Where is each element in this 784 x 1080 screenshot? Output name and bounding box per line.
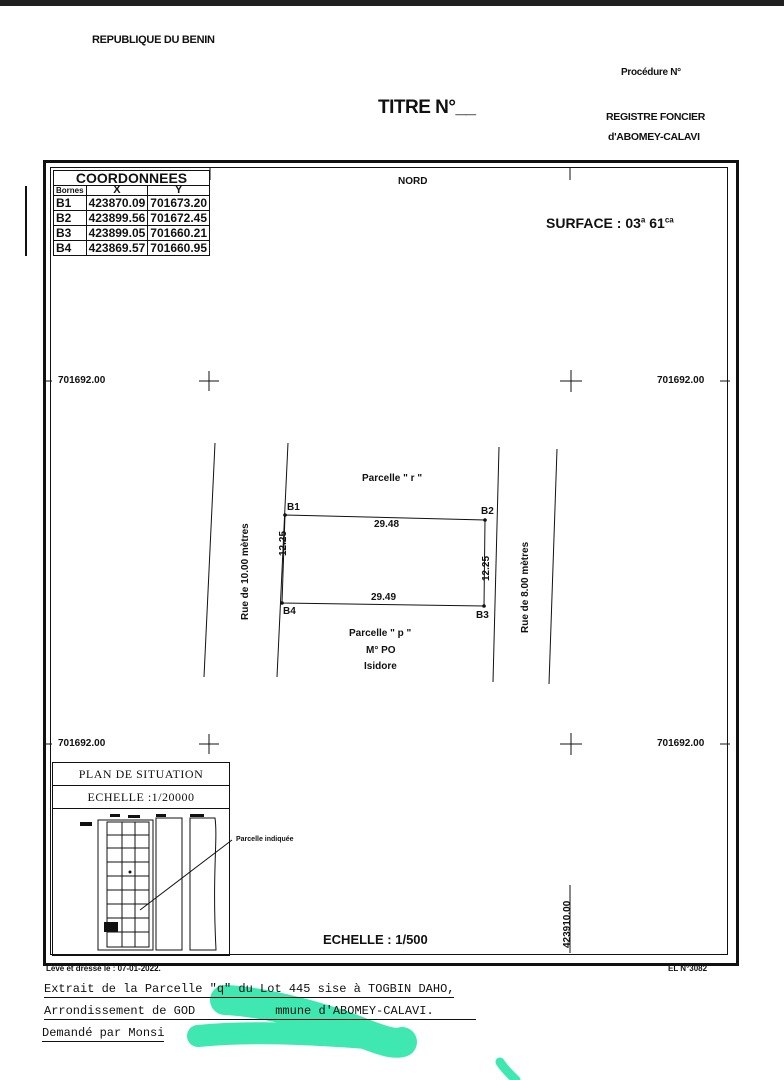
- road-right-inner: [492, 446, 500, 683]
- table-row: B2 423899.56 701672.45: [53, 210, 211, 226]
- surface-unit-ca: ca: [664, 215, 674, 225]
- scale-label: ECHELLE : 1/500: [323, 932, 428, 947]
- grid-label-br: 701692.00: [657, 738, 705, 749]
- registre-line1: REGISTRE FONCIER: [606, 111, 706, 123]
- borne-x: 423899.05: [85, 225, 149, 241]
- top-length: 29.48: [374, 519, 400, 530]
- vertex-b2: B2: [481, 506, 494, 517]
- country-label: REPUBLIQUE DU BENIN: [92, 34, 215, 46]
- situation-pointer: Parcelle indiquée: [236, 836, 294, 843]
- extract-line2b: mmune d'ABOMEY-CALAVI.: [275, 1004, 434, 1018]
- surface-label: SURFACE : 03a 61ca: [546, 215, 674, 231]
- surface-ca-value: 61: [649, 215, 665, 231]
- road-right-label: Rue de 8.00 mètres: [520, 541, 531, 633]
- extract-line2a: Arrondissement de GOD: [44, 1004, 196, 1018]
- right-length: 12.25: [481, 555, 492, 581]
- titre-label: TITRE N°__: [378, 97, 476, 118]
- vertex-b3: B3: [476, 610, 489, 621]
- surface-value: SURFACE : 03: [546, 215, 641, 231]
- procedure-label: Procédure N°: [621, 67, 681, 78]
- parcel-r-label: Parcelle " r ": [362, 473, 423, 484]
- parcel-vertices: [280, 513, 487, 608]
- plan-frame-outer: [43, 160, 739, 966]
- table-row: B1 423870.09 701673.20: [53, 195, 211, 211]
- vertex-b1: B1: [287, 502, 300, 513]
- owner-name: Isidore: [364, 661, 397, 672]
- grid-crosses: [199, 370, 582, 755]
- road-left-outer: [203, 442, 216, 678]
- extract-line3: Demandé par Monsi: [42, 1026, 165, 1042]
- surface-unit-a: a: [640, 215, 646, 225]
- x-grid-label: 423910.00: [562, 900, 573, 948]
- road-left-inner: [276, 442, 289, 678]
- leve-date: Levé et dressé le : 07-01-2022.: [46, 964, 161, 973]
- borne-id: B2: [53, 210, 87, 226]
- borne-x: 423899.56: [85, 210, 149, 226]
- grid-label-bl: 701692.00: [58, 738, 106, 749]
- situation-sketch: [97, 817, 233, 951]
- bottom-length: 29.49: [371, 592, 397, 603]
- el-number: EL N°3082: [668, 964, 708, 973]
- borne-id: B4: [53, 240, 87, 256]
- top-bar: [0, 0, 784, 6]
- left-length: 12.25: [278, 530, 289, 556]
- nord-label: NORD: [398, 176, 428, 187]
- plan-frame-inner: [50, 167, 728, 955]
- borne-y: 701673.20: [147, 195, 211, 211]
- left-margin-mark: [25, 186, 27, 256]
- vertex-b4: B4: [283, 606, 296, 617]
- situation-marks: [80, 814, 204, 932]
- redaction-mark: [495, 1057, 521, 1080]
- road-left-label: Rue de 10.00 mètres: [240, 523, 251, 620]
- situation-plan: PLAN DE SITUATION ECHELLE :1/20000: [52, 762, 230, 956]
- situation-title: PLAN DE SITUATION: [53, 763, 229, 786]
- redaction-mark: [187, 1022, 406, 1051]
- coordinates-table: COORDONNEES Bornes X Y B1 423870.09 7016…: [52, 170, 211, 256]
- parcel-p-label: Parcelle " p ": [349, 628, 412, 639]
- borne-y: 701660.95: [147, 240, 211, 256]
- extract-line1: Extrait de la Parcelle "q" du Lot 445 si…: [44, 982, 455, 998]
- table-row: B3 423899.05 701660.21: [53, 225, 211, 241]
- situation-scale: ECHELLE :1/20000: [53, 786, 229, 809]
- grid-label-tr: 701692.00: [657, 375, 705, 386]
- extract-line2: Arrondissement de GOD mmune d'ABOMEY-CALA…: [44, 1004, 476, 1020]
- road-right-outer: [548, 448, 558, 685]
- owner-label: M° PO: [366, 645, 396, 656]
- table-row: B4 423869.57 701660.95: [53, 240, 211, 256]
- grid-label-tl: 701692.00: [58, 375, 106, 386]
- registre-line2: d'ABOMEY-CALAVI: [608, 131, 700, 143]
